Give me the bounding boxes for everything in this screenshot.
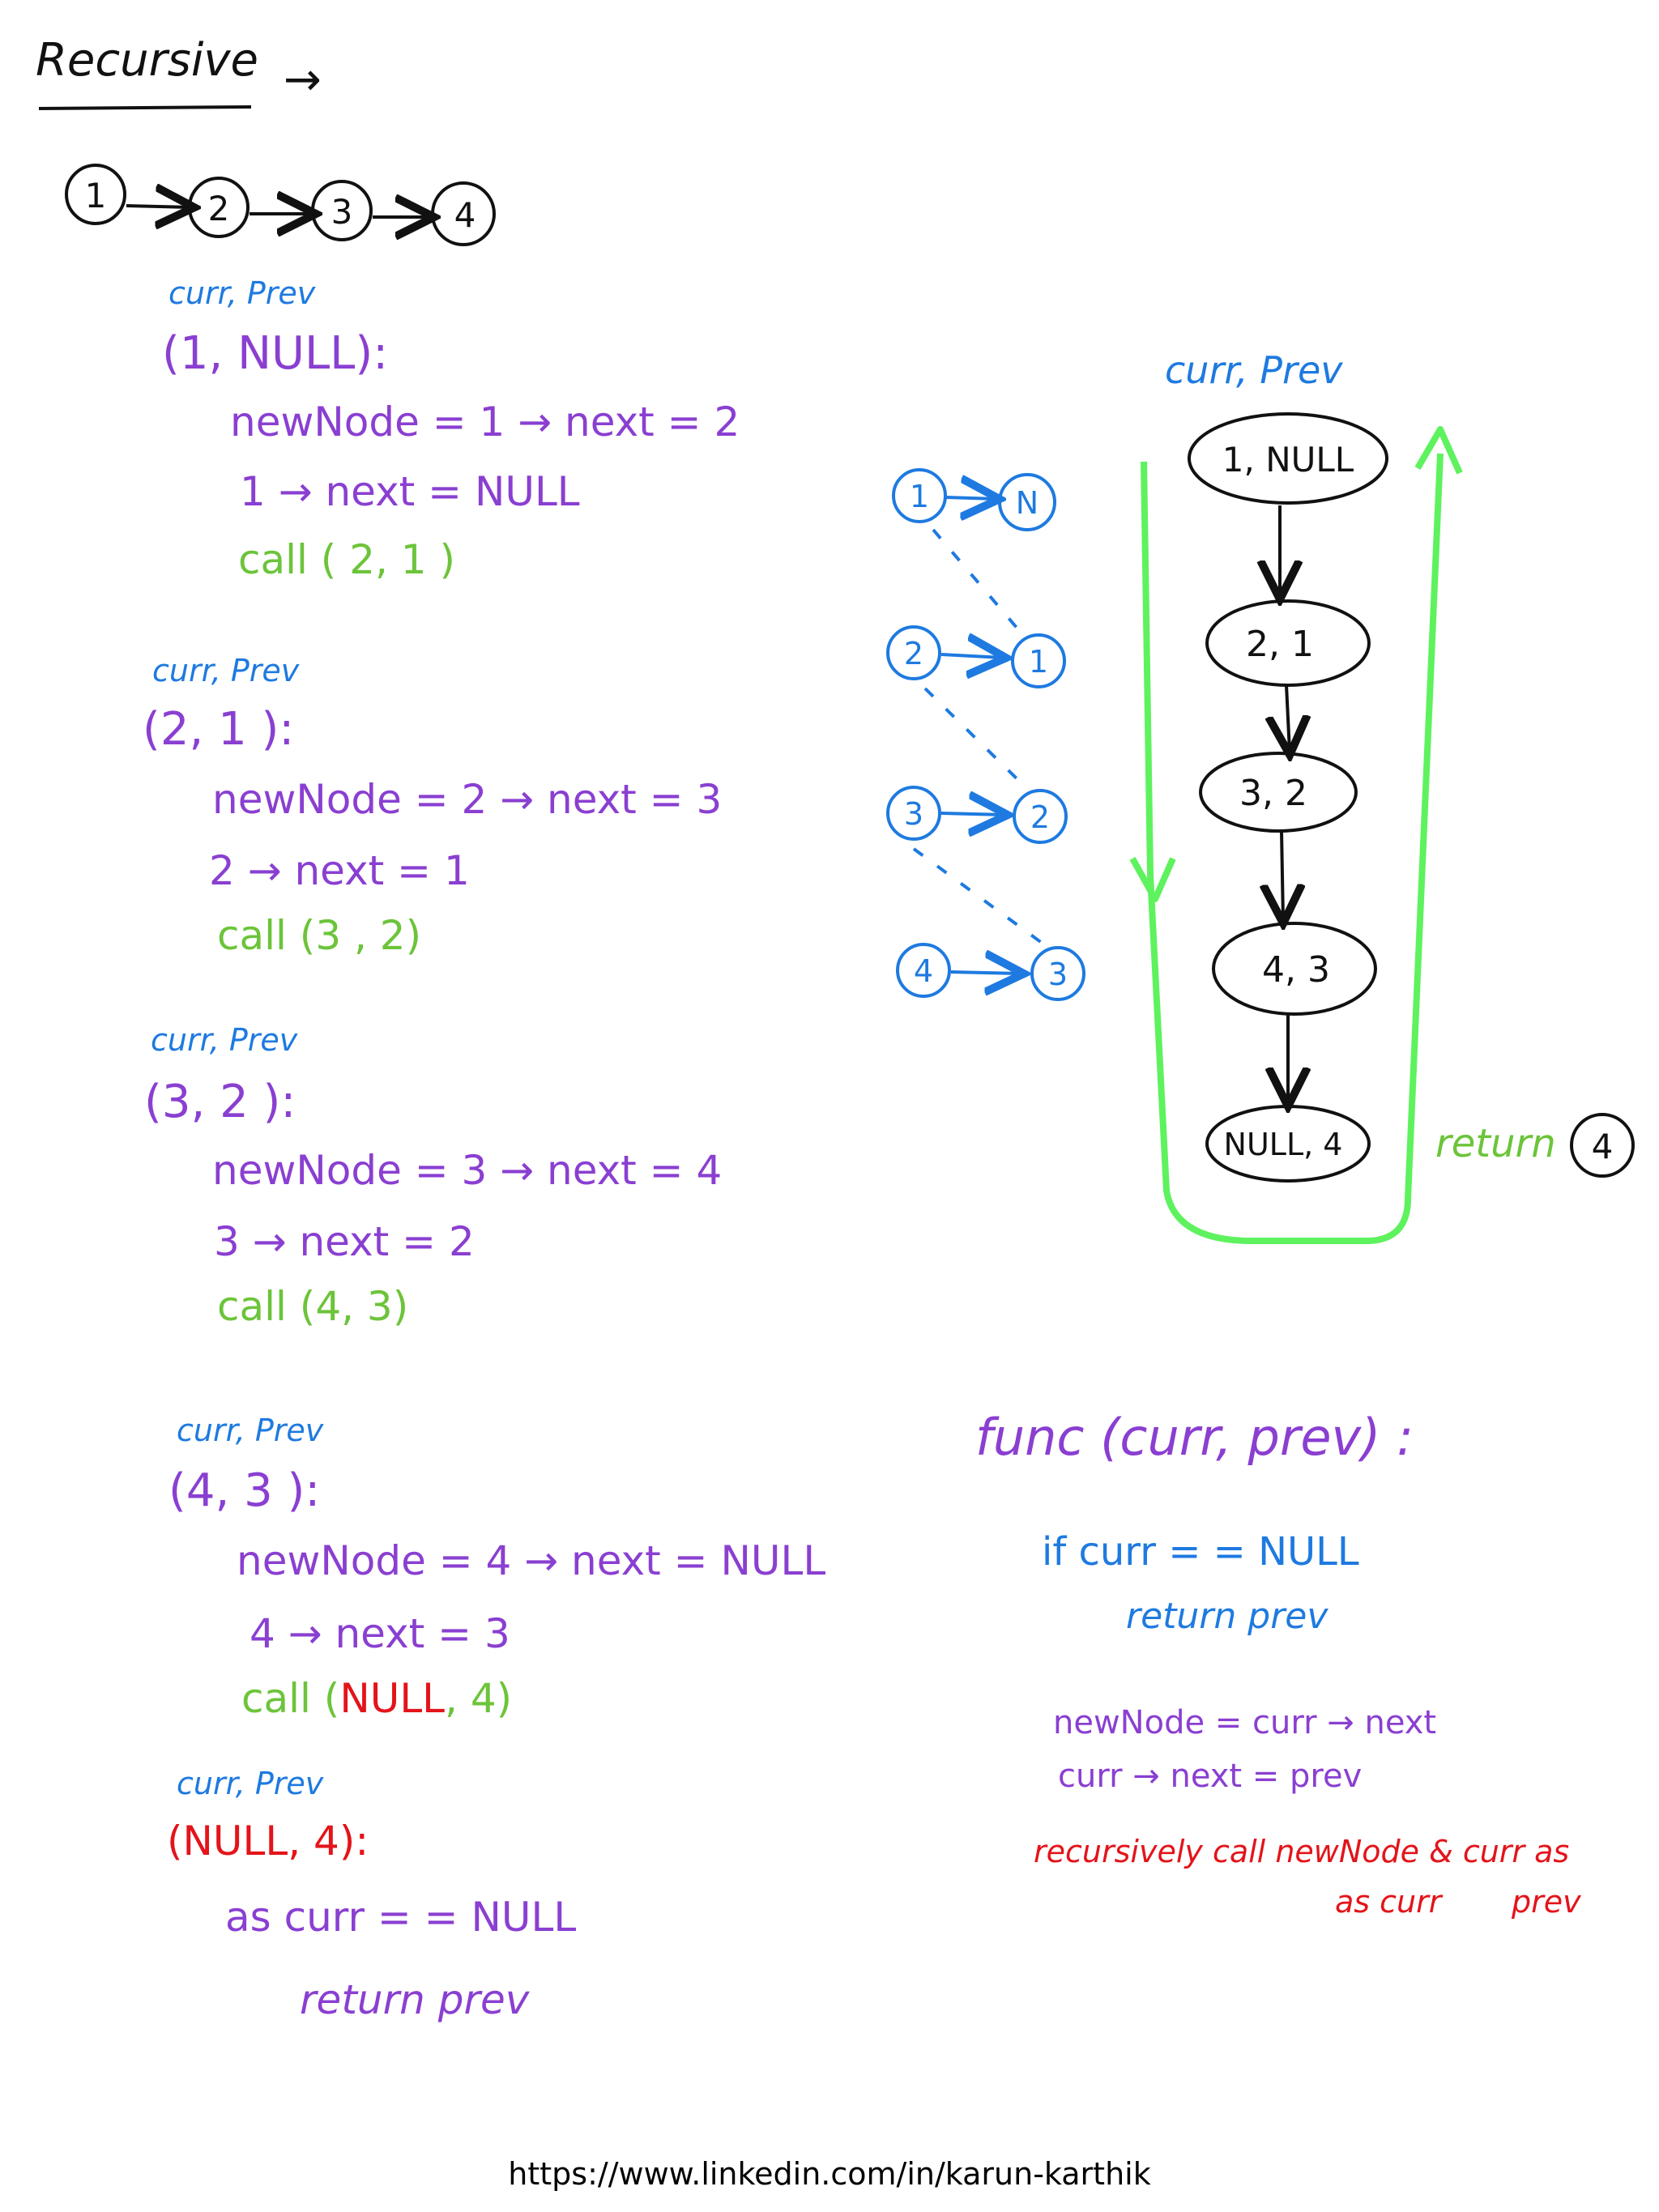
list-node-4-label: 4	[454, 195, 476, 235]
func-line-1: newNode = curr → next	[1053, 1704, 1437, 1741]
step-3-header: (3, 2 ):	[144, 1076, 296, 1128]
pair-arrow	[940, 654, 1003, 658]
page-title: Recursive	[36, 34, 258, 87]
list-node-2	[188, 177, 249, 238]
list-node-1	[65, 164, 126, 225]
pair-prev-label: N	[1016, 485, 1038, 521]
func-signature: func (curr, prev) :	[975, 1408, 1414, 1467]
title-underline	[38, 105, 252, 110]
title-arrow: →	[284, 53, 322, 106]
reversal-pairs: 1 N 2 1 3 2 4 3	[886, 468, 1085, 1001]
pair-curr-node	[886, 786, 941, 841]
return-value-label: 4	[1592, 1127, 1614, 1166]
pair-prev-label: 3	[1048, 957, 1068, 992]
pair-dashed-link	[912, 847, 1043, 944]
func-note-prev: prev	[1512, 1884, 1581, 1920]
pair-curr-label: 4	[914, 953, 933, 989]
recursion-green-path	[1141, 453, 1444, 1244]
return-value-node	[1570, 1113, 1635, 1178]
func-if-line: if curr = = NULL	[1042, 1529, 1359, 1575]
tree-node-3-label: 3, 2	[1239, 773, 1307, 814]
step-3-label: curr, Prev	[151, 1022, 298, 1058]
pair-curr-node	[896, 943, 951, 998]
step-2-label: curr, Prev	[152, 653, 300, 688]
list-node-3-label: 3	[331, 192, 353, 232]
step-1-line-1: newNode = 1 → next = 2	[230, 399, 740, 445]
step-4-line-2: 4 → next = 3	[249, 1610, 510, 1657]
step-4-call-null: NULL	[339, 1675, 446, 1722]
tree-arrow	[1286, 684, 1290, 752]
func-note-curr: as curr	[1335, 1884, 1442, 1920]
list-arrow	[126, 206, 191, 207]
tree-node-5-label: NULL, 4	[1224, 1127, 1343, 1162]
step-5-line-2: return prev	[300, 1976, 530, 2023]
pair-curr-node	[886, 625, 941, 680]
pair-prev-node	[1030, 946, 1085, 1001]
step-5-header: (NULL, 4):	[167, 1818, 369, 1865]
step-5-label: curr, Prev	[177, 1766, 324, 1801]
step-2-call: call (3 , 2)	[217, 912, 422, 959]
return-label: return	[1435, 1121, 1556, 1166]
list-node-1-label: 1	[85, 176, 107, 215]
tree-node-1	[1188, 412, 1388, 505]
step-4-call-prefix: call (	[241, 1675, 340, 1722]
pair-curr-label: 2	[904, 636, 923, 671]
step-1-line-2: 1 → next = NULL	[240, 468, 580, 515]
top-linked-list: 1 2 3 4	[65, 164, 496, 246]
step-5-line-1: as curr = = NULL	[225, 1894, 577, 1941]
step-2-line-2: 2 → next = 1	[209, 847, 470, 894]
pair-arrow	[945, 497, 996, 499]
func-line-2: curr → next = prev	[1058, 1758, 1363, 1795]
green-up-arrowhead	[1414, 426, 1463, 475]
step-2-header: (2, 1 ):	[143, 703, 295, 756]
tree-node-2-label: 2, 1	[1246, 624, 1314, 665]
pair-prev-node	[998, 473, 1056, 531]
step-2-line-1: newNode = 2 → next = 3	[212, 776, 723, 823]
pair-dashed-link	[923, 687, 1024, 786]
step-4-label: curr, Prev	[177, 1413, 324, 1448]
pair-prev-node	[1011, 633, 1066, 688]
tree-node-1-label: 1, NULL	[1222, 440, 1354, 479]
tree-arrow	[1282, 830, 1283, 920]
step-1-label: curr, Prev	[168, 275, 316, 311]
pair-prev-node	[1013, 789, 1068, 844]
func-return-line: return prev	[1126, 1596, 1328, 1637]
step-4-call: call (NULL, 4)	[241, 1675, 512, 1722]
step-1-call: call ( 2, 1 )	[238, 536, 456, 583]
pair-curr-label: 3	[904, 796, 923, 832]
footer-link[interactable]: https://www.linkedin.com/in/karun-karthi…	[508, 2156, 1151, 2192]
list-node-3	[311, 180, 373, 241]
pair-curr-node	[892, 468, 947, 523]
func-note-line-1: recursively call newNode & curr as	[1034, 1834, 1570, 1869]
step-4-header: (4, 3 ):	[168, 1464, 321, 1517]
pair-prev-label: 1	[1029, 644, 1048, 680]
tree-label: curr, Prev	[1165, 348, 1343, 392]
list-node-4	[431, 181, 496, 246]
pair-curr-label: 1	[910, 479, 929, 514]
pair-prev-label: 2	[1030, 799, 1050, 835]
list-node-2-label: 2	[208, 189, 230, 228]
step-3-call: call (4, 3)	[217, 1283, 409, 1330]
step-1-header: (1, NULL):	[162, 327, 389, 380]
green-down-arrowhead	[1129, 857, 1176, 902]
pair-dashed-link	[932, 528, 1019, 630]
step-3-line-2: 3 → next = 2	[214, 1218, 475, 1265]
step-4-line-1: newNode = 4 → next = NULL	[237, 1537, 826, 1584]
pair-arrow	[940, 813, 1004, 815]
pair-arrow	[950, 972, 1021, 974]
recursion-tree: 1, NULL 2, 1 3, 2 4, 3 NULL, 4 4	[1129, 412, 1635, 1244]
tree-node-4-label: 4, 3	[1262, 949, 1330, 991]
step-4-call-suffix: , 4)	[445, 1675, 513, 1722]
step-3-line-1: newNode = 3 → next = 4	[212, 1147, 723, 1194]
